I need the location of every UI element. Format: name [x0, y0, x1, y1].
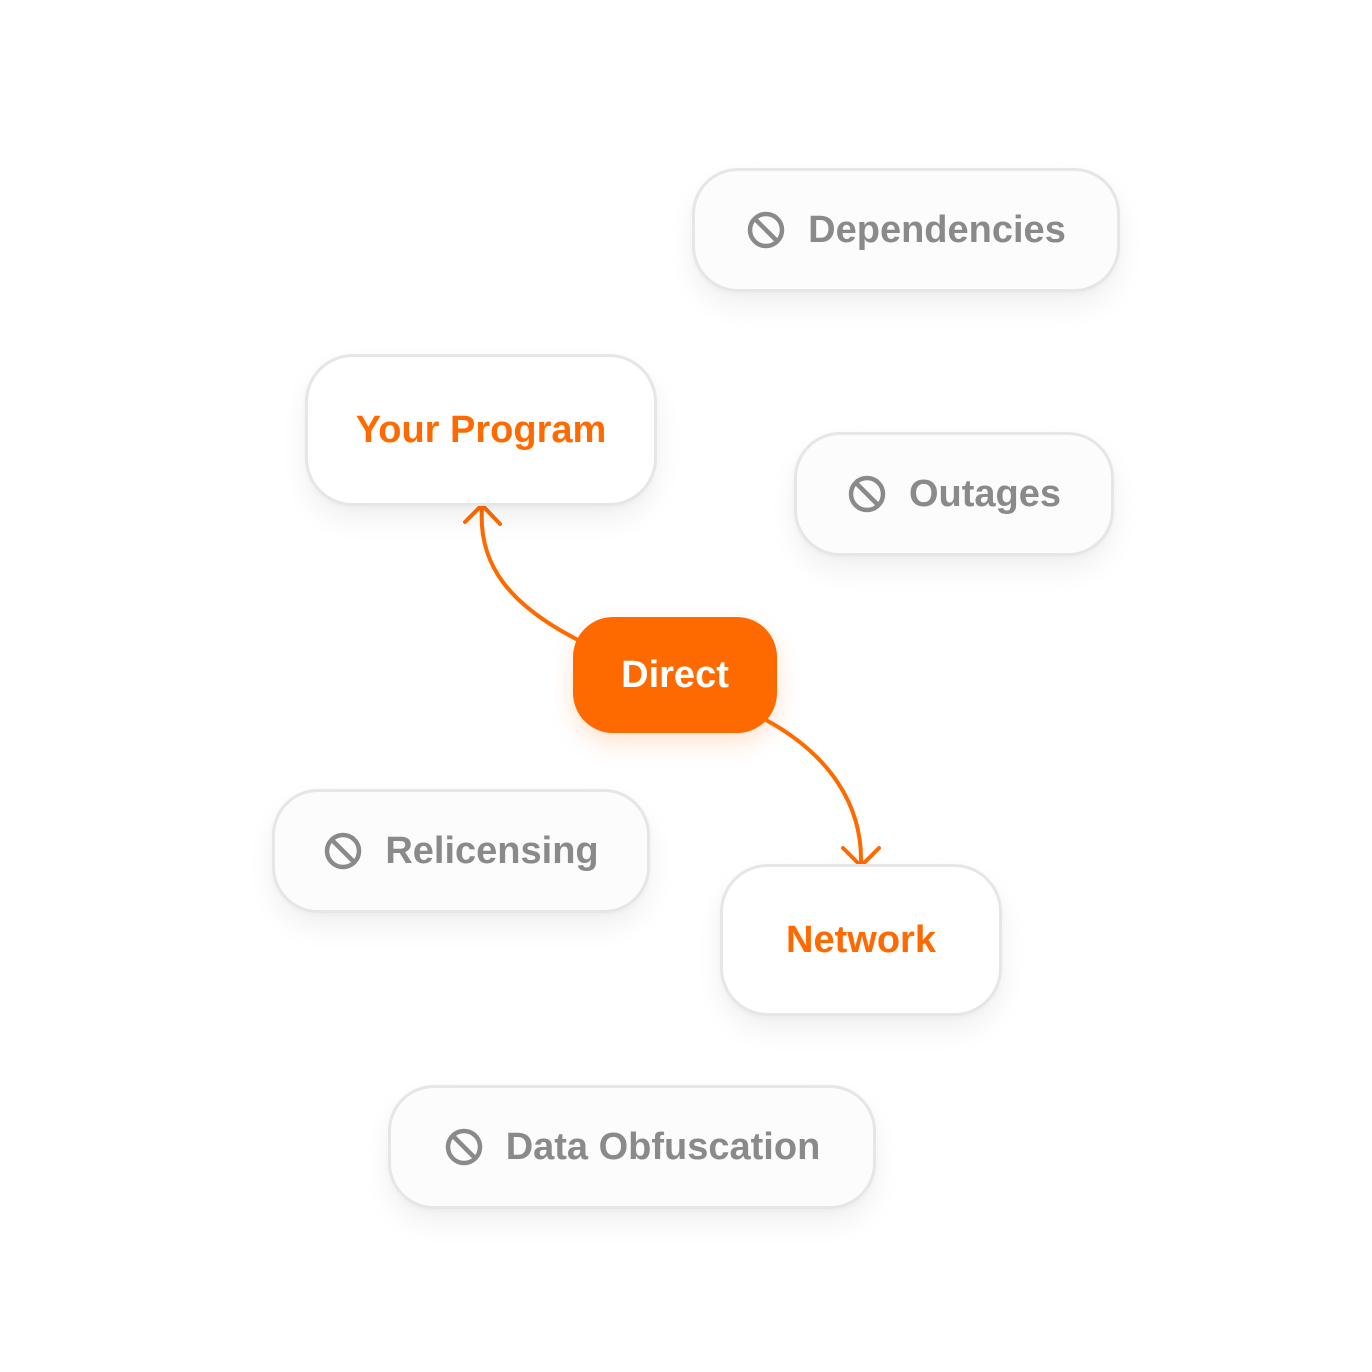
blocked-icon	[848, 475, 886, 513]
excluded-node-dependencies: Dependencies	[692, 168, 1120, 292]
arrow-direct-to-your-program	[479, 506, 580, 642]
blocked-icon	[747, 211, 785, 249]
excluded-node-label: Outages	[908, 472, 1062, 515]
target-node-label: Network	[786, 918, 936, 961]
excluded-node-label: Relicensing	[385, 829, 599, 872]
excluded-node-relicensing: Relicensing	[272, 789, 650, 913]
target-node-your-program: Your Program	[305, 354, 657, 506]
hub-node-direct: Direct	[573, 617, 777, 733]
target-node-network: Network	[720, 864, 1002, 1016]
excluded-node-label: Dependencies	[808, 208, 1066, 251]
excluded-node-data-obfuscation: Data Obfuscation	[388, 1085, 876, 1209]
target-node-label: Your Program	[355, 408, 607, 451]
hub-node-label: Direct	[621, 653, 729, 696]
excluded-node-label: Data Obfuscation	[505, 1125, 821, 1168]
excluded-node-outages: Outages	[794, 432, 1114, 556]
blocked-icon	[325, 832, 362, 870]
arrow-direct-to-network	[764, 718, 864, 864]
blocked-icon	[445, 1128, 482, 1166]
